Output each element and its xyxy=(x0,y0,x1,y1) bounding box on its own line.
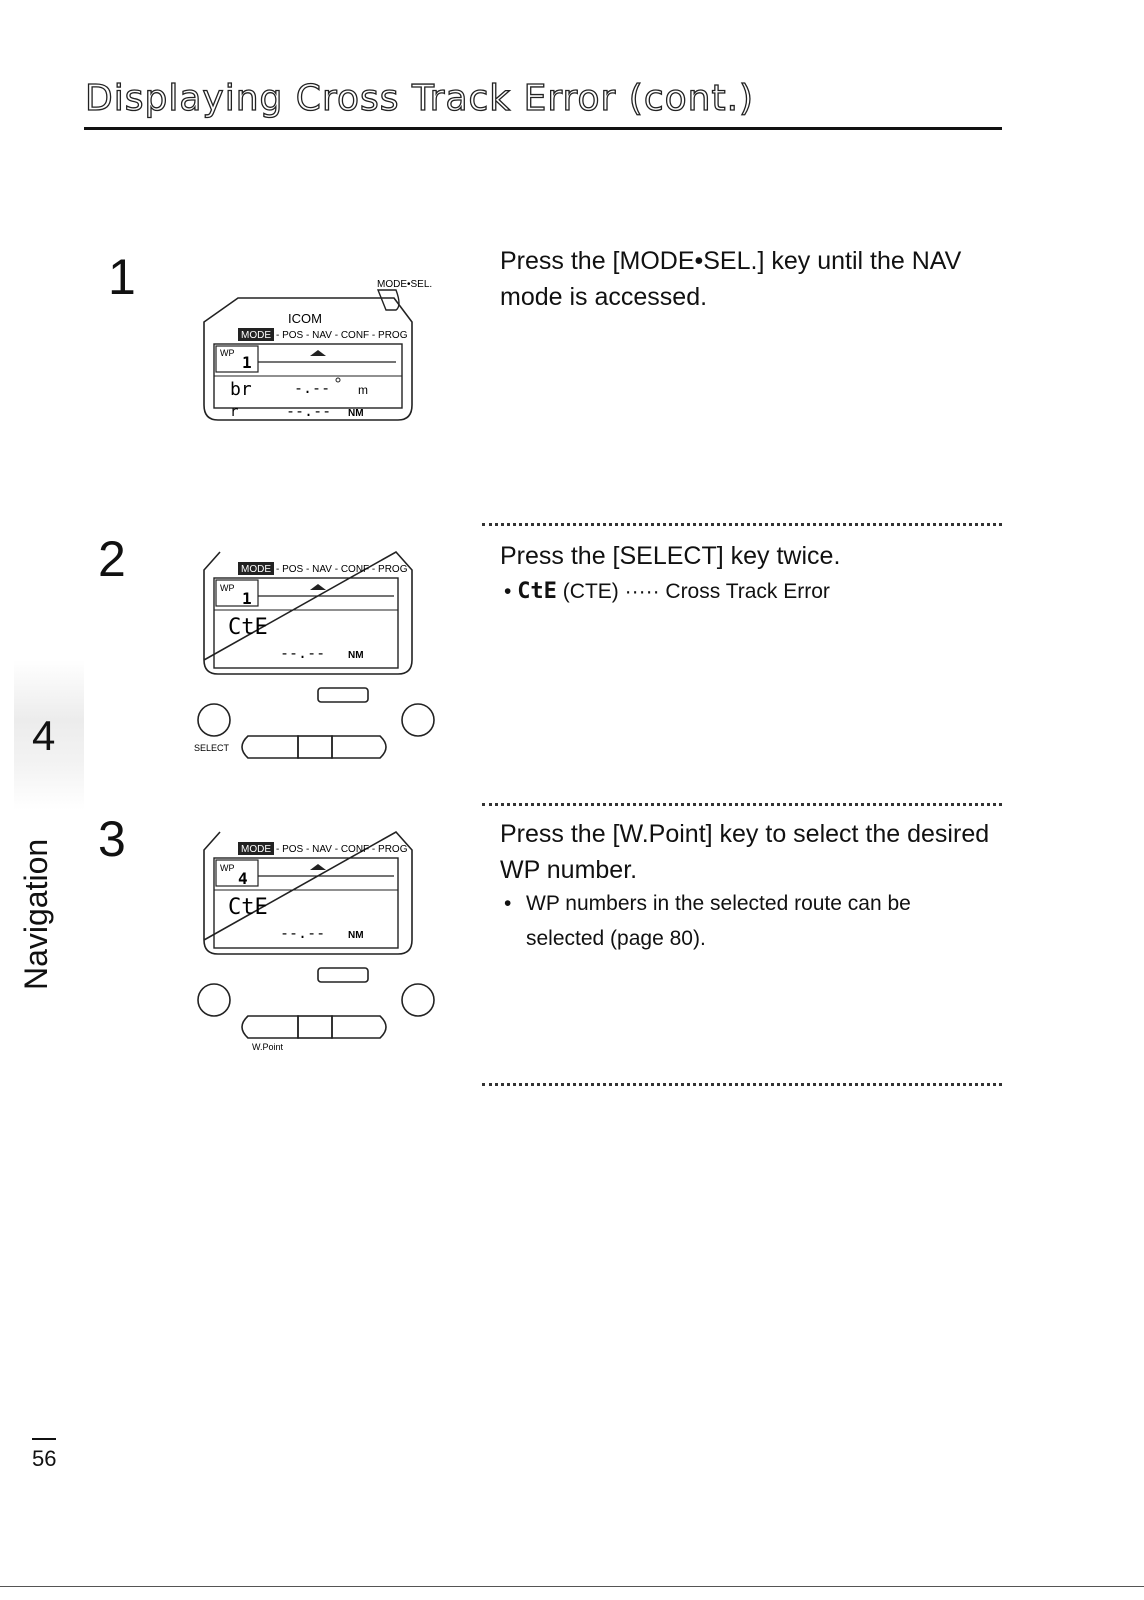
mode-sel-key-label: MODE•SEL. xyxy=(377,279,432,290)
lcd-cte: CtE xyxy=(228,615,268,640)
bullet-dot: • xyxy=(504,580,518,603)
brand-logo: ICOM xyxy=(288,311,322,326)
step-separator xyxy=(482,523,1002,526)
mode-list: - POS - NAV - CONF - PROG xyxy=(276,330,408,341)
top-key xyxy=(317,687,369,703)
top-key xyxy=(317,967,369,983)
mode-tag: MODE xyxy=(241,844,271,855)
wp-label: WP xyxy=(220,348,235,358)
right-round-key xyxy=(401,703,435,737)
wp-number: 4 xyxy=(238,869,248,888)
right-round-key xyxy=(401,983,435,1017)
lcd-br: br xyxy=(230,379,252,400)
step-2-instruction: Press the [SELECT] key twice. xyxy=(500,542,841,570)
mode-tag: MODE xyxy=(241,330,271,341)
step-2-display-illustration: MODE - POS - NAV - CONF - PROG WP 1 CtE … xyxy=(194,550,435,759)
wp-label: WP xyxy=(220,863,235,873)
wpoint-key xyxy=(241,1015,299,1039)
wp-label: WP xyxy=(220,583,235,593)
step-1-instruction: Press the [MODE•SEL.] key until the NAV … xyxy=(500,247,962,311)
lcd-r: r xyxy=(230,404,238,420)
lcd-range-value: --.-- xyxy=(286,402,331,420)
mode-list: - POS - NAV - CONF - PROG xyxy=(276,844,408,855)
lcd-unit-nm: NM xyxy=(348,930,364,941)
select-key xyxy=(241,735,299,759)
step-2-bullet-text: (CTE) ····· Cross Track Error xyxy=(562,580,830,603)
step-3-bullet: • WP numbers in the selected route can b… xyxy=(504,886,974,956)
page-title: Displaying Cross Track Error (cont.) xyxy=(84,77,755,119)
mode-tag: MODE xyxy=(241,564,271,575)
title-rule xyxy=(84,127,1002,130)
step-3-bullet-text: WP numbers in the selected route can be … xyxy=(526,892,911,950)
lcd-unit-nm: NM xyxy=(348,408,364,419)
cte-segment-symbol: CtE xyxy=(517,579,557,604)
lcd-unit-nm: NM xyxy=(348,650,364,661)
lcd-cte-value: --.-- xyxy=(280,644,325,662)
track-arrow-icon xyxy=(310,584,326,590)
mode-tag-bg xyxy=(238,328,274,341)
mode-list: - POS - NAV - CONF - PROG xyxy=(276,564,408,575)
wp-number: 1 xyxy=(242,589,252,608)
page-number-rule xyxy=(32,1438,56,1440)
left-round-key xyxy=(197,983,231,1017)
step-1-number: 1 xyxy=(108,249,136,305)
track-arrow-icon xyxy=(310,350,326,356)
chapter-tab-shade xyxy=(14,660,84,810)
step-2-bullet: • CtE (CTE) ····· Cross Track Error xyxy=(504,574,830,609)
lcd-bearing-value: -.-- xyxy=(294,379,330,397)
wp-number: 1 xyxy=(242,353,252,372)
wpoint-key-label: W.Point xyxy=(252,1042,284,1052)
track-arrow-icon xyxy=(310,864,326,870)
left-round-key xyxy=(197,703,231,737)
step-3-display-illustration: MODE - POS - NAV - CONF - PROG WP 4 CtE … xyxy=(197,830,435,1052)
step-separator xyxy=(482,1083,1002,1086)
bottom-rule xyxy=(0,1586,1144,1587)
step-separator xyxy=(482,803,1002,806)
chapter-label: Navigation xyxy=(18,838,54,990)
chapter-number: 4 xyxy=(32,712,56,759)
step-3-instruction: Press the [W.Point] key to select the de… xyxy=(500,820,990,884)
lcd-cte-value: --.-- xyxy=(280,924,325,942)
step-1-display-illustration: MODE•SEL. ICOM MODE - POS - NAV - CONF -… xyxy=(203,279,432,421)
select-key-label: SELECT xyxy=(194,743,230,753)
step-2-number: 2 xyxy=(98,531,126,587)
page-number: 56 xyxy=(32,1446,57,1471)
lcd-cte: CtE xyxy=(228,895,268,920)
step-3-number: 3 xyxy=(98,811,126,867)
lcd-unit-m: m xyxy=(358,383,368,397)
bullet-dot: • xyxy=(504,892,512,915)
mode-sel-key xyxy=(376,289,400,311)
